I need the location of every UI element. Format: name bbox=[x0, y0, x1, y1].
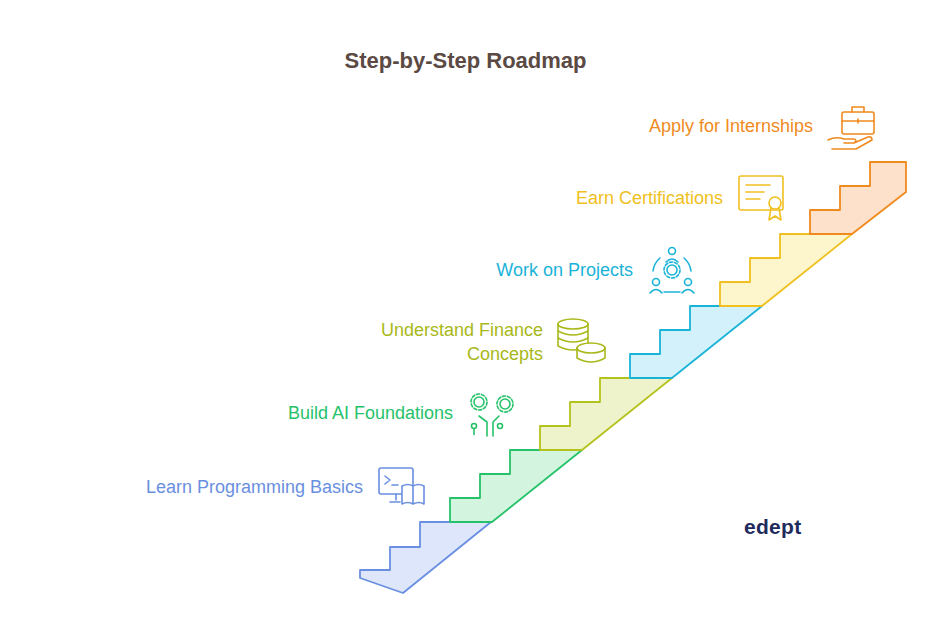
internship-icon bbox=[828, 107, 874, 149]
stair-step: Work on Projects bbox=[630, 306, 762, 378]
stair-shape bbox=[540, 378, 672, 450]
stair-step: Earn Certifications bbox=[720, 234, 852, 306]
watermark-logo: edept bbox=[744, 515, 802, 539]
stair-step: Learn Programming Basics bbox=[360, 522, 492, 594]
step-label: Work on Projects bbox=[373, 258, 633, 282]
stair-shape bbox=[450, 450, 582, 522]
stair-outline bbox=[810, 162, 906, 234]
step-label: Build AI Foundations bbox=[193, 401, 453, 425]
stair-shape bbox=[720, 234, 852, 306]
diagram-title: Step-by-Step Roadmap bbox=[0, 48, 931, 74]
stair-step: Apply for Internships bbox=[810, 162, 906, 234]
finance-icon bbox=[558, 319, 605, 362]
stair-shape bbox=[630, 306, 762, 378]
step-label: Learn Programming Basics bbox=[103, 475, 363, 499]
stair-outline bbox=[720, 234, 852, 306]
stair-shape bbox=[810, 162, 906, 234]
ai-icon bbox=[471, 394, 513, 436]
stair-outline bbox=[540, 378, 672, 450]
step-label: Apply for Internships bbox=[553, 114, 813, 138]
stair-outline bbox=[450, 450, 582, 522]
stair-outline bbox=[360, 522, 491, 593]
step-label: Earn Certifications bbox=[463, 186, 723, 210]
projects-icon bbox=[650, 248, 694, 294]
stair-outline bbox=[630, 306, 762, 378]
step-label: Understand Finance Concepts bbox=[357, 318, 543, 366]
programming-icon bbox=[379, 468, 424, 504]
stair-step: Build AI Foundations bbox=[450, 450, 582, 522]
certificate-icon bbox=[739, 176, 783, 220]
stair-step: Understand Finance Concepts bbox=[540, 378, 672, 450]
stair-shape bbox=[360, 522, 492, 594]
